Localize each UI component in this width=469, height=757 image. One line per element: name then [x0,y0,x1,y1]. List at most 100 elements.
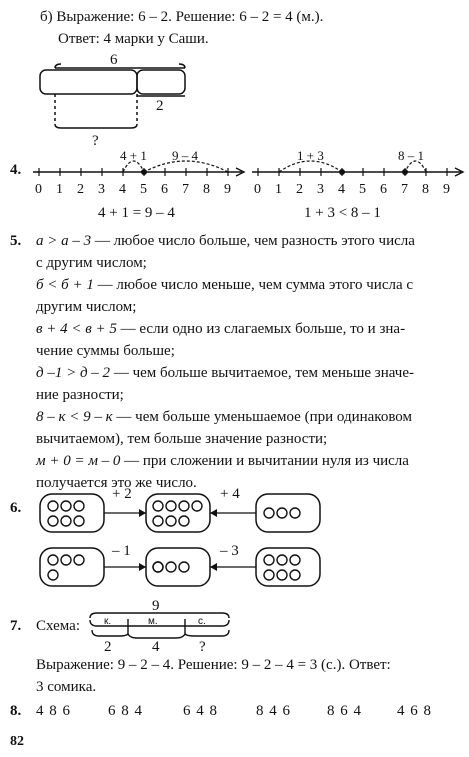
counter [47,554,59,566]
task4-right-equation: 1 + 3 < 8 – 1 [304,205,381,221]
counter [60,515,72,527]
task5-line: в + 4 < в + 5 — если одно из слагаемых б… [36,321,405,338]
counter [276,554,288,566]
box-r2-c [255,547,321,587]
task5-line: с другим числом; [36,255,147,272]
box-r1-c [255,493,321,533]
counter [152,561,164,573]
task5-expression: 8 – к < 9 – к [36,409,113,425]
label-9-minus-4: 9 – 4 [172,148,199,163]
diagram-top-brace [54,63,186,69]
right-line-point-7 [402,169,408,175]
page-number: 82 [10,734,24,749]
task4-left-equation: 4 + 1 = 9 – 4 [98,205,175,221]
task5-explanation: — любое число больше, чем разность этого… [91,233,415,249]
counter [47,569,59,581]
task5-explanation: с другим числом; [36,255,147,271]
task5-expression: а > а – 3 [36,233,92,249]
counter [73,554,85,566]
counter [178,561,190,573]
label-1-plus-3: 1 + 3 [297,148,324,163]
task5-line: чение суммы больше; [36,343,175,360]
scheme-brace-s [184,629,230,637]
scheme-bottom-2: 2 [104,639,112,655]
task5-line: 8 – к < 9 – к — чем больше уменьшаемое (… [36,409,412,426]
number-line-left [33,160,246,177]
task5-explanation: — при сложении и вычитании нуля из числа [120,453,409,469]
task6-number: 6. [10,500,22,516]
part-b-line1: б) Выражение: 6 – 2. Решение: 6 – 2 = 4 … [40,9,324,25]
counter [165,561,177,573]
left-tick-label: 3 [98,182,105,197]
scheme-seg-m: м. [148,616,158,627]
task5-explanation: — если одно из слагаемых больше, то и зн… [116,321,406,337]
right-tick-label: 0 [254,182,261,197]
task5-line: а > а – 3 — любое число больше, чем разн… [36,233,415,250]
task5-line: получается это же число. [36,475,197,492]
right-tick-label: 1 [275,182,282,197]
counter [47,515,59,527]
box-r1-b [145,493,211,533]
counter [152,515,164,527]
part-b-line2: Ответ: 4 марки у Саши. [58,31,209,47]
counter [60,500,72,512]
scheme-seg-k: к. [104,616,111,627]
task7-label: Схема: [36,618,81,634]
right-tick-label: 9 [443,182,450,197]
arrow-r1-a-head [139,509,146,517]
left-tick-label: 8 [203,182,210,197]
task5-expression: в + 4 < в + 5 [36,321,117,337]
task5-line: м + 0 = м – 0 — при сложении и вычитании… [36,453,409,470]
scheme-top-brace [89,612,230,619]
task8-number: 8. [10,703,22,719]
left-line-arc [122,160,145,173]
task7-scheme [89,612,230,639]
counter [165,515,177,527]
right-tick-label: 6 [380,182,387,197]
counter [178,500,190,512]
counter [73,500,85,512]
task5-line: другим числом; [36,299,136,316]
task5-explanation: — чем больше уменьшаемое (при одинаковом [112,409,413,425]
label-4-plus-1: 4 + 1 [120,148,147,163]
box-r2-b [145,547,211,587]
left-tick-label: 5 [140,182,147,197]
task5-explanation: вычитаемом), тем больше значение разност… [36,431,328,447]
diagram-right-label: 2 [156,98,164,114]
part-b-diagram [39,63,186,129]
task6-row1-op-a: + 2 [112,486,132,502]
left-tick-label: 0 [35,182,42,197]
task8-item: 4 6 8 [397,703,432,719]
diagram-left-bar [39,69,138,95]
label-8-minus-1: 8 – 1 [398,148,424,163]
scheme-top-label: 9 [152,598,160,614]
left-line-point [141,169,147,175]
box-r2-a [39,547,105,587]
arrow-r2-b-head [210,563,217,571]
box-r1-a [39,493,105,533]
task5-explanation: — чем больше вычитаемое, тем меньше знач… [110,365,414,381]
counter [165,500,177,512]
right-tick-label: 3 [317,182,324,197]
counter [263,507,275,519]
counter [263,569,275,581]
task5-explanation: другим числом; [36,299,137,315]
diagram-bottom-label: ? [92,133,99,149]
diagram-top-label: 6 [110,52,118,68]
task5-expression: м + 0 = м – 0 [36,453,121,469]
counter [276,569,288,581]
scheme-bottom-q: ? [199,639,206,655]
task5-expression: б < б + 1 [36,277,94,293]
task8-item: 6 8 4 [108,703,143,719]
scheme-bar-outline [89,619,230,627]
task7-line1: Выражение: 9 – 2 – 4. Решение: 9 – 2 – 4… [36,657,391,673]
left-line-arrowhead [235,167,246,177]
left-tick-label: 2 [77,182,84,197]
right-line-point [339,169,345,175]
task8-item: 8 6 4 [327,703,362,719]
task6-row2-op-b: – 3 [219,543,239,559]
right-line-arrowhead [454,167,465,177]
counter [289,554,301,566]
number-line-right [252,160,465,177]
